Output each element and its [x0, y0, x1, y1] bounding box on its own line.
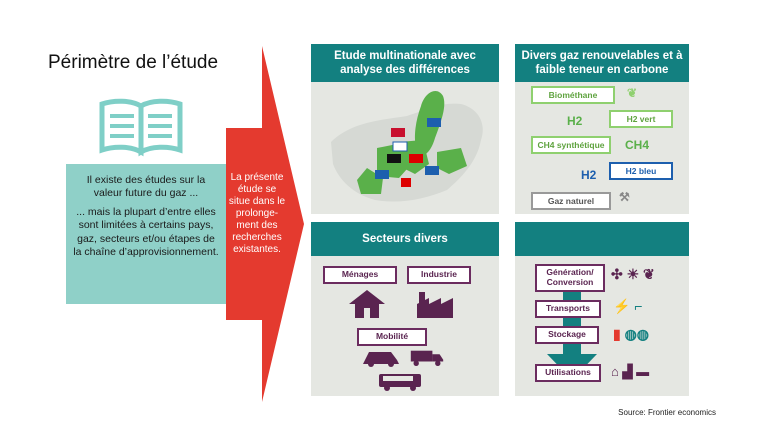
flag-netherlands-icon	[392, 141, 408, 152]
gas-rig-icon: ⚒	[619, 190, 630, 204]
panel-gases-title: Divers gaz renouvelables et à faible ten…	[515, 44, 689, 82]
intro-text-1: Il existe des études sur la valeur futur…	[86, 174, 206, 200]
tag-households: Ménages	[323, 266, 397, 284]
source-note: Source: Frontier economics	[618, 408, 716, 417]
flag-belgium-icon	[387, 154, 401, 163]
tag-storage: Stockage	[535, 326, 599, 344]
pylon-pipe-icon: ⚡ ⌐	[613, 298, 643, 314]
panel-sectors: Secteurs divers Ménages Industrie Mobili…	[311, 222, 499, 396]
h2-glyph-blue: H2	[581, 168, 597, 182]
intro-text-2: ... mais la plupart d’entre elles sont l…	[73, 206, 219, 258]
tag-ch4-synthetic: CH4 synthétique	[531, 136, 611, 154]
panel-supply-chain-header	[515, 222, 689, 256]
bus-icon	[379, 374, 421, 391]
tag-biomethane: Biométhane	[531, 86, 615, 104]
book-icon	[99, 98, 183, 157]
europe-map-icon	[331, 91, 483, 202]
red-arrow-shape	[226, 46, 304, 402]
h2-glyph-green: H2	[567, 114, 583, 128]
uses-icons: ⌂ ▟ ▬	[611, 364, 650, 379]
flag-czechia-icon	[425, 166, 439, 175]
flag-france-icon	[375, 170, 389, 179]
car-icon	[363, 352, 399, 367]
flag-denmark-icon	[391, 128, 405, 137]
tag-uses: Utilisations	[535, 364, 601, 382]
page-title: Périmètre de l’étude	[48, 52, 219, 73]
ch4-glyph-green: CH4	[625, 138, 650, 152]
panel-sectors-title: Secteurs divers	[311, 222, 499, 256]
flag-finland-icon	[427, 118, 441, 127]
wind-solar-icon: ✣ ☀ ❦	[611, 266, 655, 282]
tag-natural-gas: Gaz naturel	[531, 192, 611, 210]
leaf-icon: ❦	[627, 86, 638, 100]
arrow-text: La présente étude se situe dans le prolo…	[228, 172, 286, 255]
tag-mobility: Mobilité	[357, 328, 427, 346]
intro-box: Il existe des études sur la valeur futur…	[66, 164, 226, 304]
tag-h2-green: H2 vert	[609, 110, 673, 128]
house-icon	[349, 290, 385, 318]
flag-switzerland-icon	[401, 178, 411, 187]
tag-generation: Génération/ Conversion	[535, 264, 605, 292]
panel-multinational-title: Etude multinationale avec analyse des di…	[311, 44, 499, 82]
truck-icon	[410, 350, 444, 366]
factory-icon	[417, 292, 453, 318]
flag-germany-icon	[409, 154, 423, 163]
panel-supply-chain: Génération/ Conversion ✣ ☀ ❦ Transports …	[515, 222, 689, 396]
tag-industry: Industrie	[407, 266, 471, 284]
tag-h2-blue: H2 bleu	[609, 162, 673, 180]
battery-tank-icon: ▮ ◍◍	[613, 326, 650, 342]
panel-gases: Divers gaz renouvelables et à faible ten…	[515, 44, 689, 214]
tag-transport: Transports	[535, 300, 601, 318]
panel-multinational: Etude multinationale avec analyse des di…	[311, 44, 499, 214]
